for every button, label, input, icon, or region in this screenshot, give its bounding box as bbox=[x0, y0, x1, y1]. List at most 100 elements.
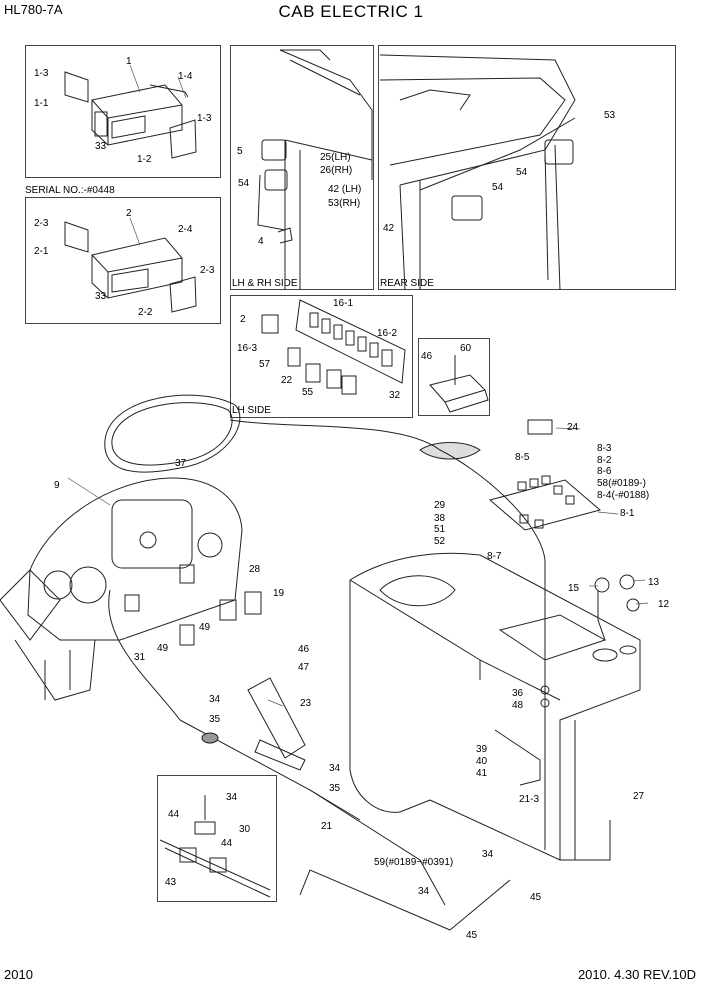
callout: 38 bbox=[434, 513, 446, 524]
callout: 2 bbox=[126, 208, 132, 219]
callout: 8-2 bbox=[597, 455, 612, 466]
callout: 59(#0189~#0391) bbox=[374, 857, 453, 868]
callout: 49 bbox=[199, 622, 211, 633]
callout: 1-4 bbox=[178, 71, 193, 82]
callout: 2-3 bbox=[200, 265, 215, 276]
pedal-and-harness bbox=[108, 419, 640, 931]
callout: 44 bbox=[221, 838, 233, 849]
callout: 60 bbox=[460, 343, 472, 354]
callout: 1-2 bbox=[137, 154, 152, 165]
callout: 16-2 bbox=[377, 328, 397, 339]
rear-side-caption: REAR SIDE bbox=[380, 278, 434, 289]
rear-side-panel bbox=[378, 45, 676, 290]
callout: 58(#0189-) bbox=[597, 478, 646, 489]
callout: 12 bbox=[658, 599, 670, 610]
callout: 5 bbox=[237, 146, 243, 157]
callout: 8-5 bbox=[515, 452, 530, 463]
callout: 33 bbox=[95, 141, 107, 152]
callout: 29 bbox=[434, 500, 446, 511]
callout: 53(RH) bbox=[328, 198, 360, 209]
callout: 32 bbox=[389, 390, 401, 401]
callout: 2-2 bbox=[138, 307, 153, 318]
callout: 8-3 bbox=[597, 443, 612, 454]
callout: 34 bbox=[418, 886, 430, 897]
callout: 34 bbox=[329, 763, 341, 774]
callout: 8-7 bbox=[487, 551, 502, 562]
callout: 1 bbox=[126, 56, 132, 67]
radio-panel-2 bbox=[25, 197, 221, 324]
clamp-detail-panel bbox=[157, 775, 277, 902]
callout: 42 bbox=[383, 223, 395, 234]
radio-panel-1 bbox=[25, 45, 221, 178]
callout: 8-4(-#0188) bbox=[597, 490, 649, 501]
dashboard-cluster bbox=[0, 394, 262, 701]
lh-rh-side-caption: LH & RH SIDE bbox=[232, 278, 298, 289]
callout: 48 bbox=[512, 700, 524, 711]
callout: 24 bbox=[567, 422, 579, 433]
callout: 9 bbox=[54, 480, 60, 491]
callout: 47 bbox=[298, 662, 310, 673]
callout: 53 bbox=[604, 110, 616, 121]
callout: 51 bbox=[434, 524, 446, 535]
lh-side-caption: LH SIDE bbox=[232, 405, 271, 416]
callout: 42 (LH) bbox=[328, 184, 361, 195]
callout: 8-6 bbox=[597, 466, 612, 477]
callout: 25(LH) bbox=[320, 152, 351, 163]
rear-side-drawing bbox=[280, 49, 576, 291]
callout: 34 bbox=[226, 792, 238, 803]
serial-note: SERIAL NO.:-#0448 bbox=[25, 185, 115, 196]
switch-plate-drawing bbox=[261, 299, 406, 395]
page-number: 2010 bbox=[4, 967, 33, 982]
revision-date: 2010. 4.30 REV.10D bbox=[577, 967, 696, 982]
callout: 34 bbox=[209, 694, 221, 705]
page-title: CAB ELECTRIC 1 bbox=[278, 2, 424, 21]
callout: 41 bbox=[476, 768, 488, 779]
callout: 1-3 bbox=[197, 113, 212, 124]
bracket-drawing bbox=[429, 355, 489, 413]
callout: 4 bbox=[258, 236, 264, 247]
callout: 22 bbox=[281, 375, 293, 386]
callout: 54 bbox=[516, 167, 528, 178]
callout: 34 bbox=[482, 849, 494, 860]
callout: 21-3 bbox=[519, 794, 539, 805]
callout: 35 bbox=[209, 714, 221, 725]
callout: 55 bbox=[302, 387, 314, 398]
callout: 44 bbox=[168, 809, 180, 820]
callout: 45 bbox=[466, 930, 478, 941]
callout: 2-1 bbox=[34, 246, 49, 257]
callout: 39 bbox=[476, 744, 488, 755]
callout: 8-1 bbox=[620, 508, 635, 519]
callout: 1-3 bbox=[34, 68, 49, 79]
model-code: HL780-7A bbox=[4, 2, 63, 17]
callout: 54 bbox=[492, 182, 504, 193]
callout: 27 bbox=[633, 791, 645, 802]
callout: 46 bbox=[421, 351, 433, 362]
callout: 37 bbox=[175, 458, 187, 469]
callout: 54 bbox=[238, 178, 250, 189]
callout: 43 bbox=[165, 877, 177, 888]
callout: 30 bbox=[239, 824, 251, 835]
bracket-panel bbox=[418, 338, 490, 416]
radio-unit-1 bbox=[64, 71, 197, 159]
callout: 16-3 bbox=[237, 343, 257, 354]
callout: 28 bbox=[249, 564, 261, 575]
callout: 46 bbox=[298, 644, 310, 655]
callout: 49 bbox=[157, 643, 169, 654]
callout: 21 bbox=[321, 821, 333, 832]
callout: 13 bbox=[648, 577, 660, 588]
callout: 26(RH) bbox=[320, 165, 352, 176]
callout: 16-1 bbox=[333, 298, 353, 309]
callout: 35 bbox=[329, 783, 341, 794]
callout: 2-4 bbox=[178, 224, 193, 235]
callout: 45 bbox=[530, 892, 542, 903]
callout: 40 bbox=[476, 756, 488, 767]
clamp-detail-drawing bbox=[159, 795, 271, 898]
callout: 2 bbox=[240, 314, 246, 325]
lh-rh-side-panel bbox=[230, 45, 374, 290]
console-cabinet bbox=[349, 419, 641, 861]
callout: 57 bbox=[259, 359, 271, 370]
radio-unit-2 bbox=[64, 221, 197, 313]
callout: 23 bbox=[300, 698, 312, 709]
lh-rh-side-drawing bbox=[257, 49, 373, 290]
